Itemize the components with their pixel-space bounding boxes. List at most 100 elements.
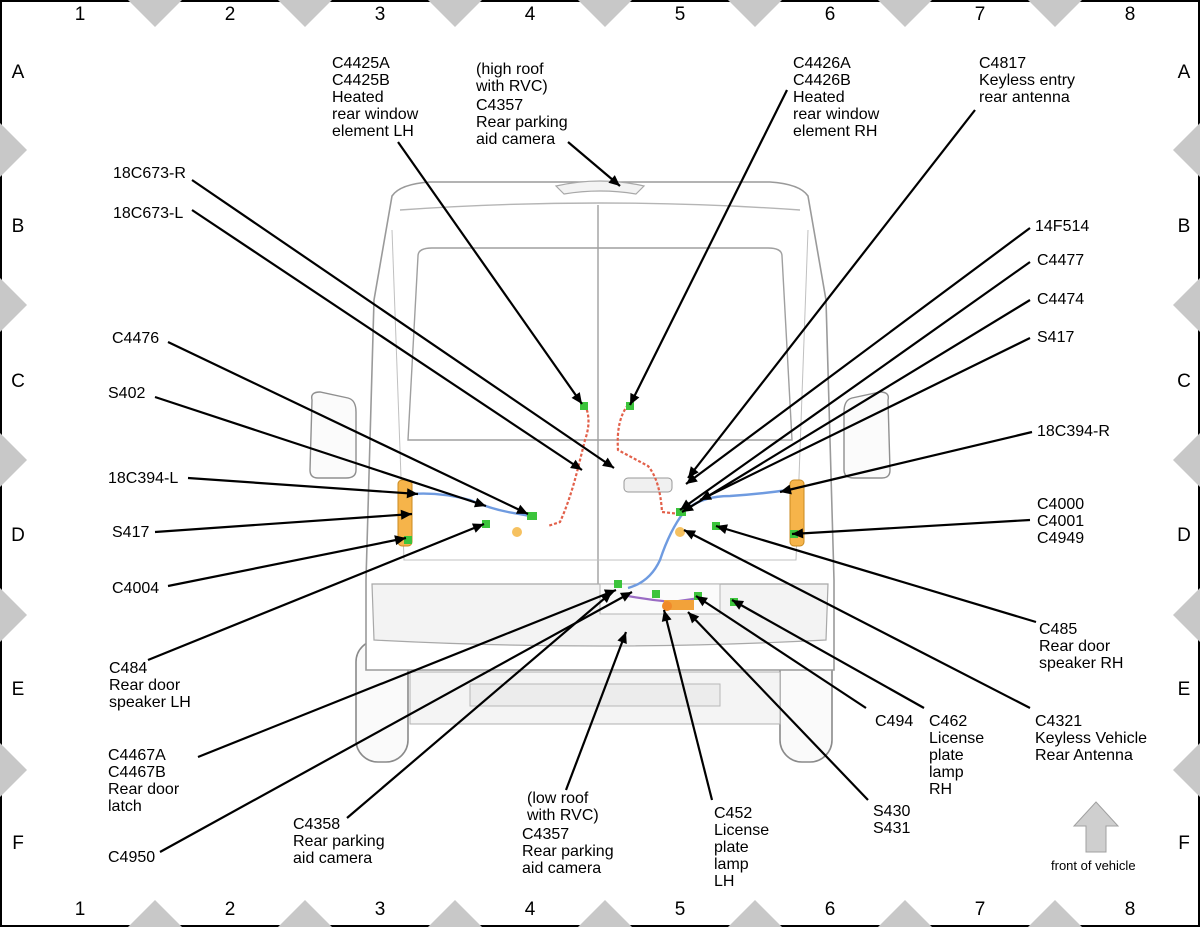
leader-line-s417-right [699,337,1031,501]
label-18c394-l: 18C394-L [108,470,178,487]
label-c4426: C4426A C4426B Heated rear window element… [793,55,884,140]
label-c462: C462 License plate lamp RH [929,713,989,798]
leader-line-s402 [154,395,487,508]
arrowhead-c4358 [600,592,612,603]
arrowhead-s417-right [700,490,713,500]
leader-lines [147,89,1037,853]
grid-column-top-5: 5 [675,4,686,25]
arrowhead-s430 [688,612,700,624]
grid-row-right-A: A [1178,62,1191,83]
connector-c494 [694,592,702,600]
leader-line-18c673-r [191,179,615,469]
border-diamond-left-3 [0,433,27,487]
leader-line-c4358 [346,591,613,819]
wiring-harness [411,404,789,610]
roof-camera-housing [554,180,646,195]
border-diamond-right-2 [1173,278,1200,332]
label-s402: S402 [108,385,145,402]
border-diamond-bottom-6 [878,900,932,927]
arrow-up-icon [1072,801,1120,853]
leader-line-c462 [731,599,925,709]
arrowhead-18c673-r [602,457,614,468]
border-diamond-right-3 [1173,433,1200,487]
border-diamond-top-7 [1028,0,1082,27]
leader-line-c494 [695,595,867,709]
harness-blue-trunk [627,511,685,590]
left-mirror [309,391,357,479]
harness-red-rh [616,404,681,516]
border-diamond-bottom-3 [428,900,482,927]
label-18c673-r: 18C673-R [113,165,186,182]
border-diamond-left-2 [0,278,27,332]
border-diamond-left-5 [0,743,27,797]
border-diamond-top-2 [278,0,332,27]
arrowhead-14f514 [686,473,698,484]
leader-line-14f514 [685,227,1031,485]
grid-row-right-B: B [1178,216,1191,237]
arrowhead-c4004 [394,535,406,546]
label-c4000: C4000 C4001 C4949 [1037,496,1089,547]
door-handle [623,477,673,493]
border-diamond-bottom-1 [128,900,182,927]
label-c4477: C4477 [1037,252,1084,269]
leader-line-c4474 [681,299,1031,513]
label-c4467: C4467A C4467B Rear door latch [108,747,184,815]
label-c4425: C4425A C4425B Heated rear window element… [332,55,423,140]
grid-column-bottom-1: 1 [75,899,86,920]
label-14f514: 14F514 [1035,218,1089,235]
arrowhead-s417-left [400,509,412,520]
border-diamond-bottom-7 [1028,900,1082,927]
leader-line-c4004 [167,536,407,588]
front-of-vehicle-label: front of vehicle [1051,858,1136,873]
grid-column-bottom-4: 4 [525,899,536,920]
grid-row-right-F: F [1178,833,1190,854]
arrowhead-18c394-r [780,484,792,495]
border-diamond-right-1 [1173,123,1200,177]
border-diamond-bottom-2 [278,900,332,927]
rear-axle [469,683,721,707]
arrowhead-s402 [473,497,486,508]
grid-column-top-3: 3 [375,4,386,25]
connectors [404,402,798,611]
arrowhead-c494 [696,596,708,607]
leader-line-18c394-r [779,430,1033,494]
leader-line-18c394-l [187,476,419,496]
leader-line-c4477 [679,261,1031,511]
arrowhead-c4474 [682,502,694,512]
border-diamond-bottom-5 [728,900,782,927]
label-c494: C494 [875,713,913,730]
grid-row-left-C: C [11,371,25,392]
label-c484: C484 Rear door speaker LH [109,660,191,711]
connector-c4477 [676,508,686,516]
front-of-vehicle-indicator: front of vehicle [1051,801,1136,873]
label-s417-left: S417 [112,524,149,541]
leader-line-c484 [147,522,485,662]
callout-labels: C4425A C4425B Heated rear window element… [108,55,1147,890]
grid-column-bottom-3: 3 [375,899,386,920]
grid-row-left-A: A [12,62,25,83]
leader-line-c4000 [791,518,1031,536]
leader-line-c4321 [683,529,1031,709]
door-outline [391,229,809,561]
label-c485: C485 Rear door speaker RH [1039,621,1123,672]
connector-c4425 [580,402,588,410]
label-18c394-r: 18C394-R [1037,423,1110,440]
grid-row-left-F: F [12,833,24,854]
grid-column-top-6: 6 [825,4,836,25]
antenna-c4321 [675,527,685,537]
grid-row-right-E: E [1178,679,1191,700]
connector-c4358 [652,590,660,598]
arrowhead-c4321 [684,530,697,540]
arrowhead-c4425 [571,392,582,404]
border-diamond-left-4 [0,588,27,642]
right-mirror [843,391,891,479]
grid-column-bottom-5: 5 [675,899,686,920]
grid-row-left-E: E [12,679,25,700]
grid-column-bottom-2: 2 [225,899,236,920]
grid-column-bottom-8: 8 [1125,899,1136,920]
leader-line-c452 [662,609,714,801]
border-diamond-top-1 [128,0,182,27]
